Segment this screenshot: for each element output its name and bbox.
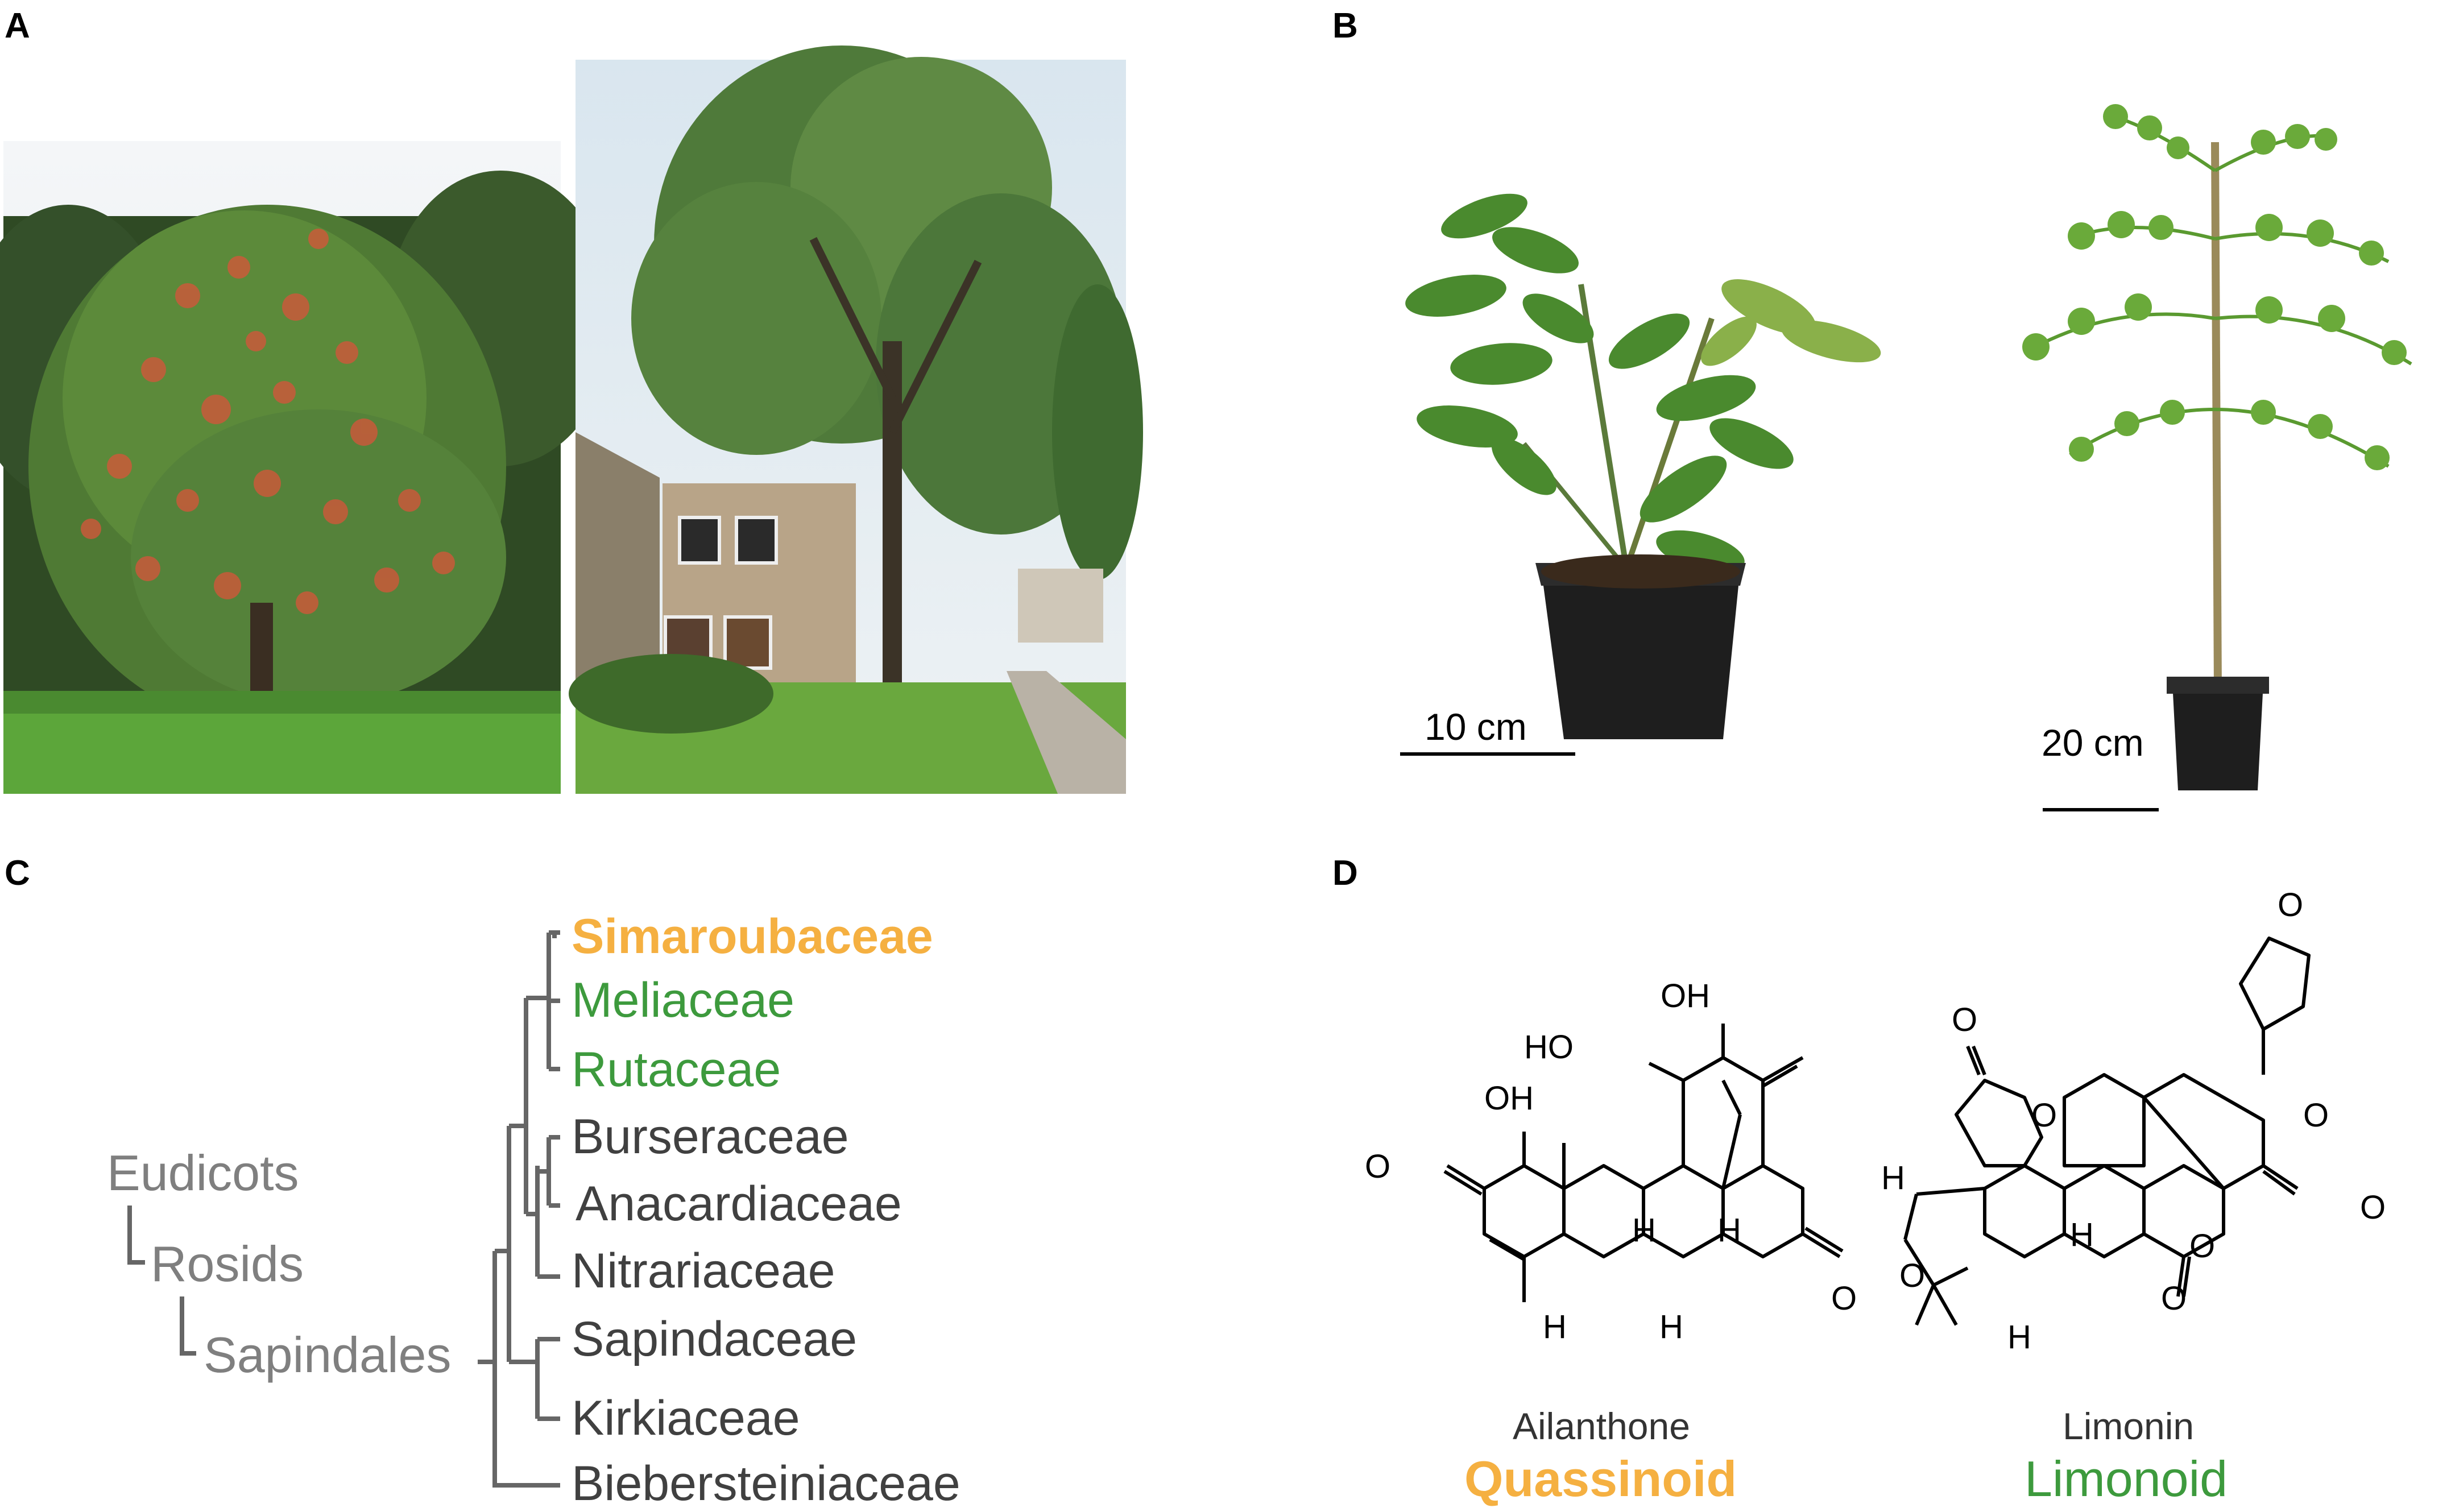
limonin-h-2: H	[2070, 1216, 2094, 1253]
scale-label-20cm: 20 cm	[2042, 722, 2144, 764]
family-rutaceae: Rutaceae	[572, 1042, 781, 1097]
family-simaroubaceae: Simaroubaceae	[572, 909, 933, 964]
plant-seedling	[1405, 193, 1881, 739]
limonin-o-furan: O	[2278, 887, 2304, 923]
ailanthone-o-left: O	[1365, 1148, 1391, 1185]
photo-tree-flowering	[0, 141, 614, 794]
family-nitrariaceae: Nitrariaceae	[572, 1244, 835, 1298]
ailanthone-h-4: H	[1659, 1308, 1683, 1345]
panel-label-b: B	[1332, 6, 1358, 45]
limonin-o-right: O	[2360, 1189, 2386, 1226]
limonin-h-3: H	[2007, 1319, 2031, 1356]
ailanthone-h-3: H	[1543, 1308, 1567, 1345]
ailanthone-h-2: H	[1717, 1212, 1741, 1249]
panel-label-a: A	[5, 6, 30, 45]
ailanthone-oh-top: OH	[1661, 977, 1710, 1014]
limonin-o-epox: O	[2189, 1228, 2216, 1265]
limonin-h-1: H	[1881, 1159, 1905, 1196]
ailanthone-ho: HO	[1524, 1029, 1574, 1066]
compound-name-ailanthone: Ailanthone	[1513, 1405, 1690, 1447]
family-kirkiaceae: Kirkiaceae	[572, 1391, 800, 1445]
limonin-o-top: O	[1952, 1001, 1978, 1038]
limonin-structure	[1903, 937, 2311, 1326]
family-biebersteiniaceae: Biebersteiniaceae	[572, 1456, 961, 1511]
limonin-o-furan2: O	[1899, 1257, 1926, 1294]
compound-class-limonoid: Limonoid	[2025, 1451, 2228, 1507]
compound-class-quassinoid: Quassinoid	[1464, 1451, 1737, 1507]
family-anacardiaceae: Anacardiaceae	[576, 1177, 902, 1231]
limonin-o-ketone: O	[2161, 1280, 2187, 1317]
scale-label-10cm: 10 cm	[1425, 706, 1527, 748]
outgroup-rosids: Rosids	[151, 1236, 304, 1292]
limonin-o-lactone: O	[2031, 1097, 2057, 1134]
compound-name-limonin: Limonin	[2063, 1405, 2195, 1447]
family-meliaceae: Meliaceae	[572, 973, 794, 1028]
ailanthone-oh-left: OH	[1484, 1080, 1534, 1117]
photo-tree-building	[569, 45, 1143, 794]
limonin-o-ring: O	[2303, 1097, 2329, 1134]
plant-sapling	[2022, 104, 2412, 790]
outgroup-eudicots: Eudicots	[107, 1145, 299, 1201]
ailanthone-o-right: O	[1831, 1280, 1857, 1317]
ailanthone-h-1: H	[1632, 1212, 1656, 1249]
panel-label-c: C	[5, 854, 30, 893]
family-burseraceae: Burseraceae	[572, 1109, 849, 1164]
outgroup-sapindales: Sapindales	[204, 1327, 452, 1383]
panel-label-d: D	[1332, 854, 1358, 893]
family-sapindaceae: Sapindaceae	[572, 1312, 858, 1366]
ailanthone-structure	[1443, 1024, 1844, 1302]
